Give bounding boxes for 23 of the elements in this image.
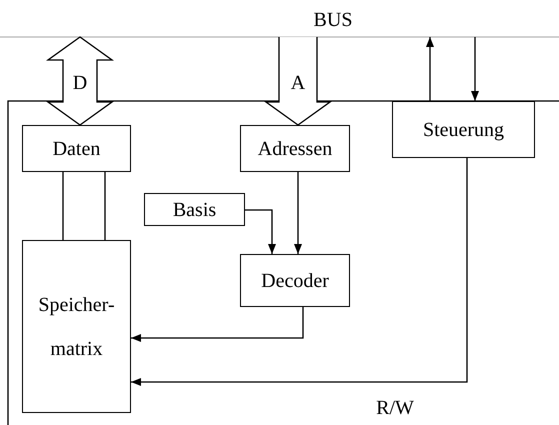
connector-line <box>104 172 106 240</box>
bus-label: BUS <box>312 10 354 30</box>
block-box <box>392 101 535 158</box>
arrow <box>131 158 468 386</box>
arrow <box>131 307 304 342</box>
block-label: Decoder <box>261 268 329 294</box>
block-box <box>22 240 131 413</box>
block-label: Speicher- matrix <box>37 292 116 362</box>
block-box <box>240 125 350 172</box>
arrow <box>294 172 302 254</box>
bus-arrow <box>264 36 332 126</box>
block-label: Basis <box>172 198 216 222</box>
block-box <box>22 125 131 172</box>
connector-line <box>62 172 64 240</box>
arrow <box>426 37 434 101</box>
arrow <box>245 209 276 254</box>
bus-arrow <box>46 36 114 126</box>
block-box <box>144 193 245 226</box>
block-label: Daten <box>52 136 100 162</box>
block-label: Steuerung <box>422 118 504 142</box>
block-box <box>240 254 350 307</box>
arrow <box>471 37 479 101</box>
block-label: Adressen <box>258 136 332 162</box>
